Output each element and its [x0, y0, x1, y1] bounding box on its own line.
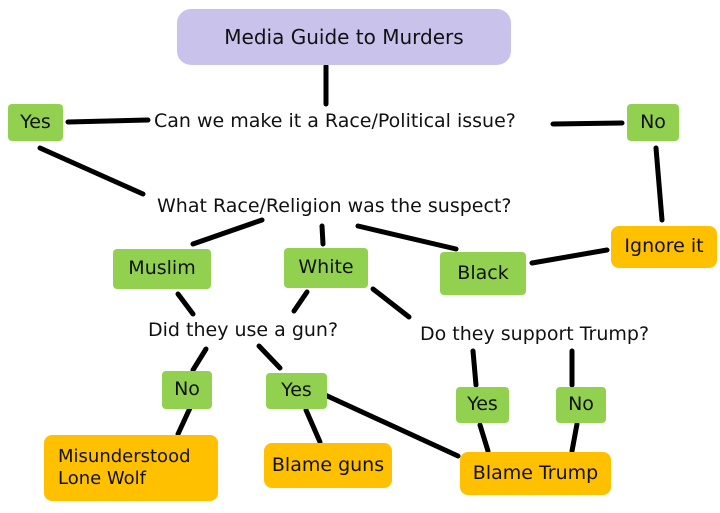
question-support-trump: Do they support Trump?	[420, 323, 650, 345]
connector-white-q3	[291, 289, 310, 314]
connector-white-q4	[370, 286, 412, 320]
connector-q2-white	[319, 223, 326, 247]
ignore-it-box: Ignore it	[611, 226, 717, 268]
question-race-religion: What Race/Religion was the suspect?	[157, 195, 512, 217]
gun-no-node: No	[162, 371, 212, 409]
black-label: Black	[457, 261, 509, 284]
black-node: Black	[440, 252, 526, 295]
ignore-it-label: Ignore it	[624, 235, 704, 258]
connector-q3no-misunderstood	[175, 405, 193, 437]
white-node: White	[284, 248, 368, 288]
question-race-political: Can we make it a Race/Political issue?	[154, 110, 516, 132]
white-label: White	[298, 256, 354, 279]
gun-no-label: No	[174, 378, 200, 401]
yes-label: Yes	[20, 110, 51, 133]
connector-q3-yes	[256, 343, 283, 371]
lone-wolf-label: Lone Wolf	[58, 468, 147, 489]
connector-ignore-black	[529, 247, 610, 266]
muslim-label: Muslim	[128, 257, 196, 280]
trump-yes-label: Yes	[467, 393, 498, 416]
blame-guns-label: Blame guns	[271, 453, 385, 476]
connector-q3yes-blametrump	[320, 391, 461, 459]
connector-muslim-q3	[175, 291, 196, 317]
gun-yes-node: Yes	[266, 373, 327, 409]
trump-no-node: No	[556, 387, 606, 423]
blame-trump-box: Blame Trump	[460, 452, 611, 495]
misunderstood-lone-wolf-box: Misunderstood Lone Wolf	[44, 435, 218, 501]
no-label: No	[640, 110, 666, 133]
connector-q2-black	[355, 223, 459, 252]
no-node-race-political: No	[627, 104, 679, 141]
connector-q2-muslim	[190, 217, 265, 247]
title-box: Media Guide to Murders	[177, 9, 511, 65]
connector-q1-no	[550, 120, 625, 127]
muslim-node: Muslim	[113, 249, 211, 289]
connector-q4no-blametrump	[569, 421, 580, 454]
trump-no-label: No	[568, 393, 594, 416]
connector-q3-no	[190, 346, 209, 373]
misunderstood-label: Misunderstood	[58, 445, 191, 467]
page-title: Media Guide to Murders	[224, 24, 464, 49]
connector-q1-yes	[65, 117, 151, 125]
yes-node-race-political: Yes	[8, 104, 63, 141]
connector-yes-q2	[37, 145, 146, 197]
connector-no-ignore	[653, 145, 665, 223]
trump-yes-node: Yes	[456, 387, 509, 423]
question-gun: Did they use a gun?	[148, 319, 339, 341]
connector-q4yes-blametrump	[477, 422, 491, 454]
connector-q3yes-blameguns	[303, 407, 323, 445]
blame-guns-box: Blame guns	[264, 443, 392, 488]
connector-q4-yes	[470, 348, 479, 388]
blame-trump-label: Blame Trump	[472, 461, 599, 484]
gun-yes-label: Yes	[281, 379, 312, 402]
